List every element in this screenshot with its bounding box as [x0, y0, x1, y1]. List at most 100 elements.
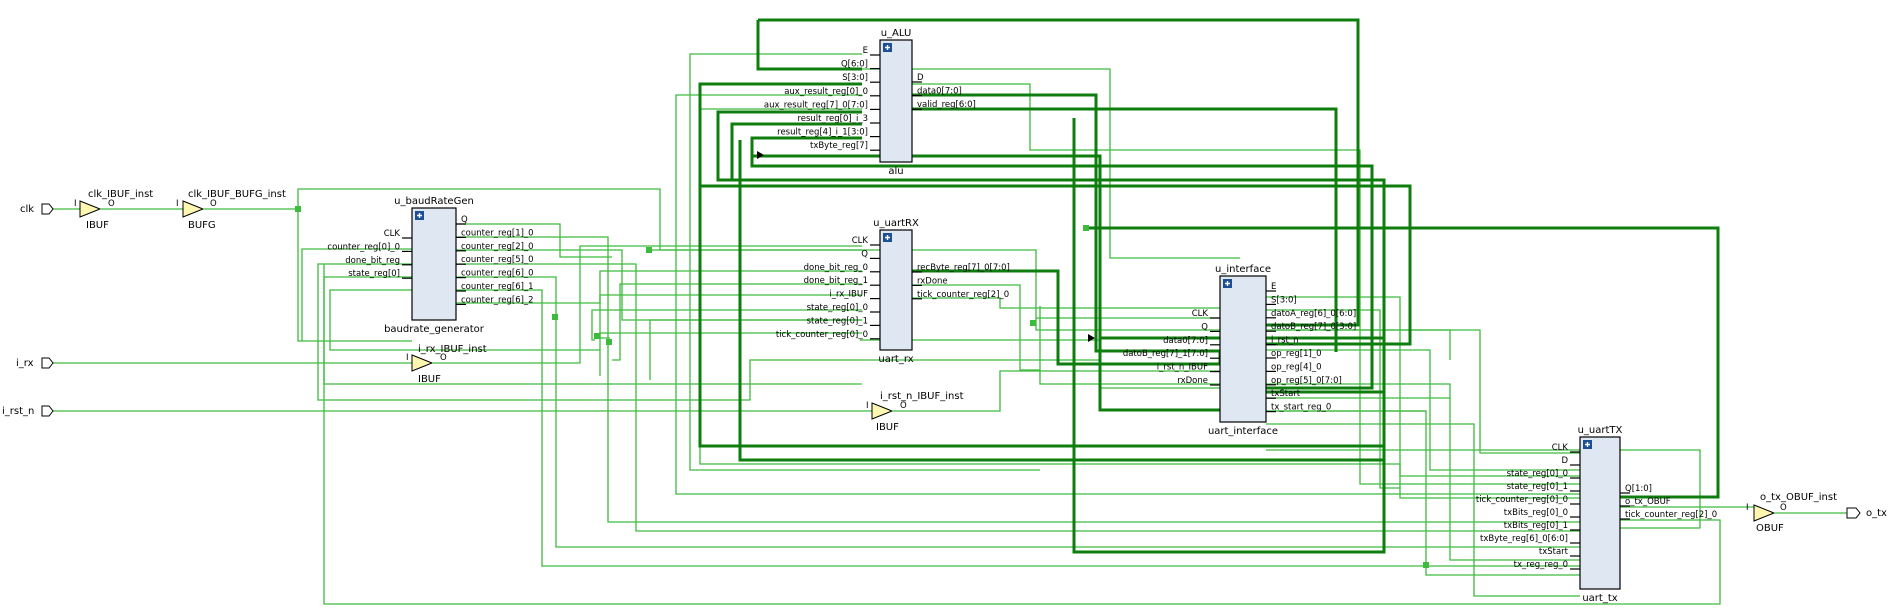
- output-pin-label: counter_reg[5]_0: [461, 255, 534, 265]
- cell-instance-name: clk_IBUF_BUFG_inst: [188, 189, 286, 200]
- expand-icon[interactable]: [883, 43, 892, 52]
- input-pin-label: S[3:0]: [842, 73, 868, 83]
- pin-label-in: I: [866, 401, 869, 411]
- output-pin-label: op_reg[4]_0: [1271, 362, 1321, 372]
- expand-icon[interactable]: [883, 233, 892, 242]
- pin-label-in: I: [74, 199, 77, 209]
- input-pin-label: txByte_reg[7]: [810, 141, 868, 151]
- output-pin-label: txStart: [1271, 389, 1301, 399]
- bus-arrow: [757, 151, 764, 159]
- i-rst-n-ibuf-cell[interactable]: i_rst_n_IBUF_inst I O IBUF: [866, 391, 964, 433]
- input-pin-label: txStart: [1539, 547, 1569, 557]
- output-pin-label: counter_reg[6]_2: [461, 295, 534, 305]
- port-clk[interactable]: clk: [20, 203, 54, 215]
- input-pin-label: state_reg[0]: [348, 269, 400, 279]
- input-pin-label: tx_reg_reg_0: [1514, 560, 1568, 570]
- cell-type: IBUF: [86, 220, 109, 231]
- cell-instance-name: clk_IBUF_inst: [88, 189, 153, 200]
- port-i-rst-n[interactable]: i_rst_n: [2, 405, 54, 417]
- port-i-rst-n-label: i_rst_n: [2, 406, 34, 417]
- output-pin-label: E: [1271, 282, 1276, 292]
- junction-dots: [295, 206, 1429, 568]
- output-pin-label: Q: [461, 215, 468, 225]
- bus-arrow: [1088, 334, 1095, 342]
- output-pin-label: valid_reg[6:0]: [917, 100, 976, 110]
- output-pin-label: rxDone: [917, 276, 948, 286]
- cell-instance-name: i_rx_IBUF_inst: [418, 344, 487, 355]
- module-body[interactable]: [411, 207, 457, 321]
- cell-instance-name: o_tx_OBUF_inst: [1760, 492, 1837, 503]
- buffer-triangle-icon: [871, 402, 894, 420]
- input-pin-label: tick_counter_reg[0]_0: [1476, 495, 1568, 505]
- output-pin-label: datoA_reg[6]_0[6:0]: [1271, 309, 1356, 319]
- pin-label-in: I: [1746, 503, 1749, 513]
- input-pin-label: CLK: [1192, 309, 1209, 319]
- clk-ibuf-cell[interactable]: clk_IBUF_inst I O IBUF: [74, 189, 153, 231]
- module-instance-name: u_ALU: [881, 28, 912, 39]
- input-pin-label: datoB_reg[7]_1[7:0]: [1123, 349, 1208, 359]
- input-pin-label: Q: [861, 249, 868, 259]
- module-alu[interactable]: u_ALUaluEQ[6:0]S[3:0]aux_result_reg[0]_0…: [764, 28, 976, 177]
- input-pin-label: aux_result_reg[7]_0[7:0]: [764, 100, 868, 110]
- output-pin-label: datoB_reg[7]_0[3:0]: [1271, 322, 1356, 332]
- module-type: uart_tx: [1582, 593, 1617, 604]
- cell-type: BUFG: [188, 220, 216, 231]
- net-wires: [52, 53, 1860, 605]
- module-rx[interactable]: u_uartRXuart_rxCLKQdone_bit_reg_0done_bi…: [776, 218, 1010, 365]
- input-pin-label: Q: [1201, 322, 1208, 332]
- output-pin-label: tick_counter_reg[2]_0: [1625, 510, 1717, 520]
- port-i-rx-label: i_rx: [16, 358, 34, 369]
- module-instance-name: u_baudRateGen: [394, 196, 474, 207]
- input-pin-label: CLK: [852, 236, 869, 246]
- port-o-tx[interactable]: o_tx: [1846, 507, 1887, 519]
- port-o-tx-label: o_tx: [1866, 508, 1887, 519]
- module-type: baudrate_generator: [384, 324, 485, 335]
- input-pin-label: result_reg[0]_i_3: [797, 114, 868, 124]
- pin-label-out: O: [440, 353, 447, 363]
- input-pin-label: done_bit_reg_0: [804, 263, 868, 273]
- pin-label-out: O: [108, 199, 115, 209]
- input-pin-label: state_reg[0]_1: [1507, 482, 1568, 492]
- buffer-triangle-icon: [1753, 504, 1776, 522]
- output-pin-label: counter_reg[6]_1: [461, 282, 534, 292]
- output-pin-label: op_reg[5]_0[7:0]: [1271, 376, 1342, 386]
- module-type: uart_interface: [1208, 426, 1278, 437]
- i-rx-ibuf-cell[interactable]: i_rx_IBUF_inst I O IBUF: [406, 344, 487, 385]
- pin-label-in: I: [406, 353, 409, 363]
- output-pin-label: S[3:0]: [1271, 295, 1297, 305]
- cell-type: IBUF: [876, 422, 899, 433]
- clk-bufg-cell[interactable]: clk_IBUF_BUFG_inst I O BUFG: [176, 189, 286, 231]
- pin-label-out: O: [900, 401, 907, 411]
- module-type: uart_rx: [878, 354, 913, 365]
- module-body[interactable]: [1219, 275, 1267, 423]
- input-pin-label: txBits_reg[0]_0: [1504, 508, 1568, 518]
- module-type: alu: [888, 166, 903, 177]
- port-i-rx[interactable]: i_rx: [16, 357, 54, 369]
- module-body[interactable]: [1579, 436, 1621, 590]
- module-body[interactable]: [879, 229, 913, 351]
- output-pin-label: o_tx_OBUF: [1625, 497, 1671, 507]
- output-pin-label: i_rst_n: [1271, 336, 1299, 346]
- expand-icon[interactable]: [1583, 440, 1592, 449]
- module-iface[interactable]: u_interfaceuart_interfaceCLKQdata0[7:0]d…: [1123, 264, 1356, 437]
- expand-icon[interactable]: [1223, 279, 1232, 288]
- output-pin-label: counter_reg[2]_0: [461, 242, 534, 252]
- cell-type: IBUF: [418, 374, 441, 385]
- output-pin-label: op_reg[1]_0: [1271, 349, 1321, 359]
- input-pin-label: data0[7:0]: [1163, 336, 1208, 346]
- cell-instance-name: i_rst_n_IBUF_inst: [880, 391, 964, 402]
- input-pin-label: i_rst_n_IBUF: [1157, 363, 1208, 373]
- module-body[interactable]: [879, 39, 913, 163]
- module-blocks: u_ALUaluEQ[6:0]S[3:0]aux_result_reg[0]_0…: [327, 28, 1717, 604]
- o-tx-obuf-cell[interactable]: o_tx_OBUF_inst I O OBUF: [1746, 492, 1837, 534]
- buffer-triangle-icon: [411, 354, 434, 372]
- input-pin-label: CLK: [384, 229, 401, 239]
- input-pin-label: tick_counter_reg[0]_0: [776, 330, 868, 340]
- output-pin-label: counter_reg[1]_0: [461, 228, 534, 238]
- module-tx[interactable]: u_uartTXuart_txCLKDstate_reg[0]_0state_r…: [1476, 425, 1717, 604]
- module-baud[interactable]: u_baudRateGen baudrate_generator CLK counte…: [327, 196, 533, 335]
- input-pin-label: aux_result_reg[0]_0: [784, 87, 868, 97]
- expand-icon[interactable]: [415, 211, 424, 220]
- output-pin-label: tick_counter_reg[2]_0: [917, 290, 1009, 300]
- output-pin-label: data0[7:0]: [917, 87, 962, 97]
